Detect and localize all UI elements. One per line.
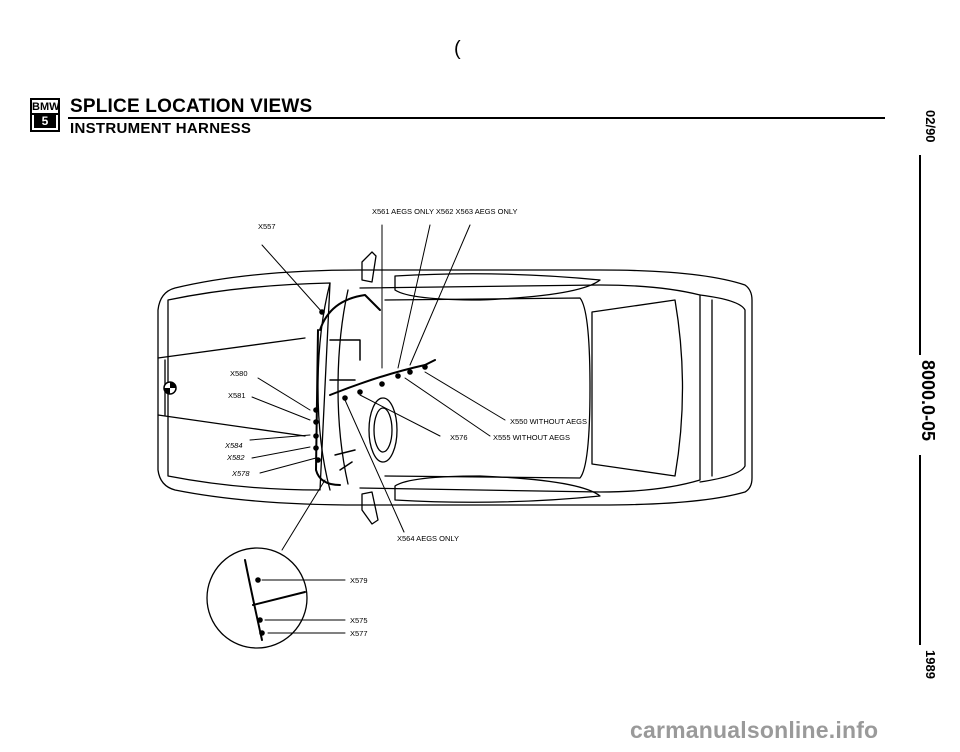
header-rule	[68, 117, 885, 119]
side-page-number: 8000.0-05	[918, 360, 938, 442]
label-x557: X557	[258, 222, 276, 231]
label-x564: X564 AEGS ONLY	[397, 534, 459, 543]
rear-window	[591, 299, 684, 477]
label-x575: X575	[350, 616, 368, 625]
label-x580: X580	[230, 369, 248, 378]
page-subtitle: INSTRUMENT HARNESS	[70, 120, 252, 137]
label-x582: X582	[226, 453, 245, 462]
car-body-outline	[157, 269, 753, 506]
left-mirror	[361, 251, 377, 283]
label-x579: X579	[350, 576, 368, 585]
watermark: carmanualsonline.info	[630, 717, 879, 743]
label-x550: X550 WITHOUT AEGS	[510, 417, 587, 426]
side-rule-bottom	[919, 455, 921, 645]
label-x578: X578	[231, 469, 250, 478]
logo-text: BMW	[32, 101, 60, 115]
side-year: 1989	[923, 650, 938, 679]
stray-parenthesis: (	[454, 38, 461, 60]
label-x584: X584	[224, 441, 243, 450]
side-date: 02/90	[923, 110, 938, 143]
side-margin: 02/90 8000.0-05 1989	[902, 110, 938, 710]
right-mirror	[361, 491, 379, 525]
label-x581: X581	[228, 391, 246, 400]
label-top-group: X561 AEGS ONLY X562 X563 AEGS ONLY	[372, 207, 518, 216]
label-x555: X555 WITHOUT AEGS	[493, 433, 570, 442]
harness-main	[319, 294, 381, 331]
label-x576: X576	[450, 433, 468, 442]
steering-wheel	[368, 397, 398, 463]
roundel-emblem	[163, 381, 177, 395]
hood-outline	[167, 282, 331, 491]
label-x577: X577	[350, 629, 368, 638]
side-rule-top	[919, 155, 921, 355]
splice-points	[255, 309, 428, 636]
inset-detail-circle	[206, 547, 308, 649]
page-title: SPLICE LOCATION VIEWS	[70, 96, 313, 117]
logo-series: 5	[34, 115, 56, 128]
bmw-logo: BMW 5	[30, 98, 60, 132]
cabin-outline	[359, 284, 701, 493]
